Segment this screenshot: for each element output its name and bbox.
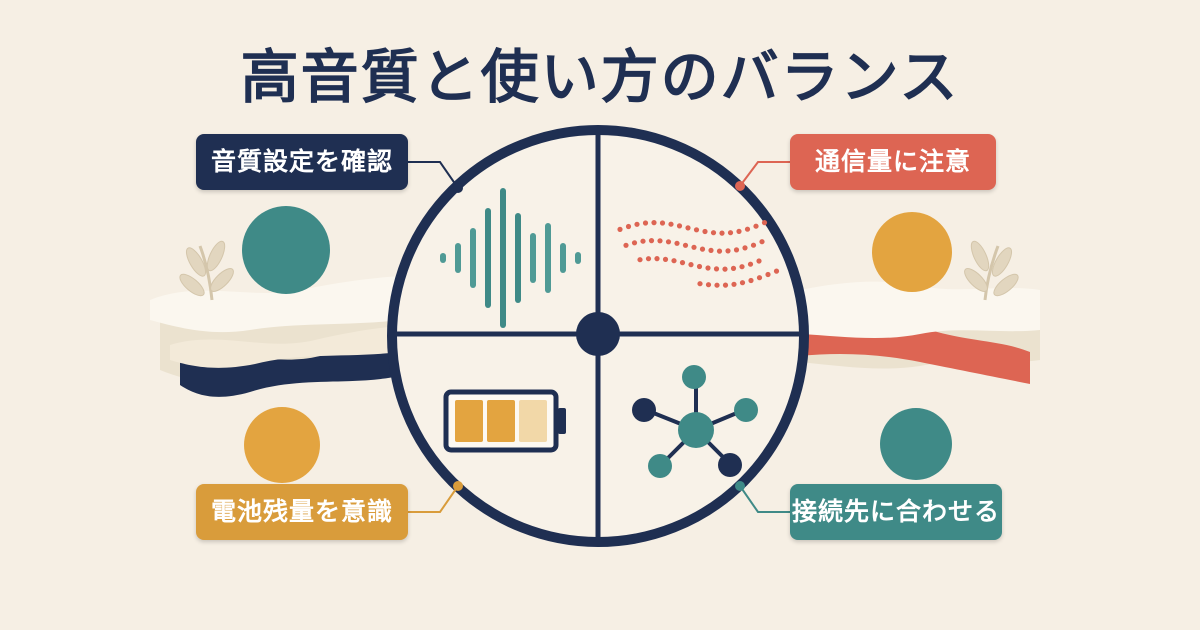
data-flow-dot: [697, 281, 703, 287]
data-flow-dot: [702, 228, 708, 235]
data-flow-dot: [671, 258, 677, 264]
data-flow-dot: [625, 223, 632, 230]
data-flow-dot: [682, 242, 689, 248]
battery-cell: [487, 400, 515, 442]
teal-circle-decoration: [242, 206, 330, 294]
data-flow-dot: [710, 230, 717, 236]
page-title: 高音質と使い方のバランス: [240, 43, 960, 111]
data-flow-dot: [631, 240, 638, 246]
data-flow-dot: [773, 268, 780, 274]
sound-wave-bar: [530, 233, 536, 283]
data-flow-dot: [714, 282, 720, 288]
data-flow-dot: [750, 242, 757, 248]
data-flow-dot: [742, 245, 748, 251]
mustard-circle-decoration: [244, 407, 320, 483]
battery-cell: [519, 400, 547, 442]
connector-bottom-left: [408, 481, 463, 513]
data-flow-dot: [665, 239, 672, 245]
teal-circle-decoration: [880, 408, 952, 480]
data-flow-dot: [676, 223, 683, 229]
data-flow-dot: [657, 238, 663, 244]
data-flow-dot: [716, 248, 723, 254]
data-flow-dot: [731, 281, 737, 287]
data-flow-dot: [733, 247, 740, 253]
data-flow-dot: [659, 220, 666, 226]
data-flow-dot: [693, 227, 700, 233]
right-wave-decoration: [800, 281, 1040, 384]
sound-wave-bar: [515, 213, 521, 303]
data-flow-dot: [747, 261, 754, 267]
data-flow-dot: [705, 282, 712, 288]
data-flow-dot: [685, 225, 691, 231]
sound-wave-bar: [575, 252, 581, 264]
sound-wave-bar: [485, 208, 491, 308]
data-flow-dot: [651, 220, 657, 226]
leaf-sprig-icon: [179, 240, 234, 301]
data-flow-dot: [761, 220, 768, 226]
data-flow-dot: [699, 246, 706, 252]
sound-wave-bar: [440, 253, 446, 263]
center-hub: [576, 312, 620, 356]
label-data-usage: 通信量に注意: [790, 134, 996, 190]
data-flow-dot: [637, 257, 643, 263]
data-flow-dot: [708, 247, 714, 253]
connector-top-right: [735, 161, 790, 191]
left-wave-decoration: [150, 276, 400, 397]
data-flow-dot: [648, 238, 655, 244]
sound-wave-bar: [455, 243, 461, 273]
sound-wave-icon: [440, 188, 581, 328]
data-flow-dot: [679, 260, 686, 266]
data-flow-dot: [654, 256, 660, 262]
data-flow-dot: [662, 256, 669, 262]
data-flow-dot: [756, 258, 762, 264]
data-flow-dot: [756, 275, 763, 281]
data-flow-dot: [753, 223, 759, 229]
data-flow-dot: [730, 265, 737, 271]
data-flow-dot: [696, 263, 703, 270]
network-node-icon: [632, 365, 758, 478]
label-connection-target: 接続先に合わせる: [790, 484, 1002, 540]
data-flow-dot: [744, 226, 751, 232]
sound-wave-bar: [560, 243, 566, 273]
data-flow-dot: [722, 266, 728, 272]
data-flow-dot: [634, 221, 640, 227]
sound-wave-bar: [545, 223, 551, 293]
data-flow-dot: [674, 240, 680, 246]
data-flow-dot: [719, 230, 725, 236]
data-flow-dot: [668, 221, 674, 227]
data-flow-dot: [640, 238, 646, 244]
mustard-circle-decoration: [872, 212, 952, 292]
sound-wave-bar: [470, 228, 476, 288]
data-flow-dot: [713, 266, 720, 272]
data-flow-dot: [691, 244, 697, 250]
data-flow-dot: [623, 242, 629, 248]
data-flow-dot: [736, 228, 742, 234]
battery-cell: [455, 400, 483, 442]
connector-top-left: [408, 161, 463, 193]
data-flow-dot: [705, 265, 711, 271]
data-flow-dot: [722, 282, 729, 288]
data-flow-dot: [617, 226, 623, 232]
data-flow-icon: [617, 220, 780, 288]
data-flow-dot: [688, 262, 694, 268]
label-battery-level: 電池残量を意識: [196, 484, 408, 540]
leaf-sprig-icon: [964, 240, 1019, 301]
data-flow-dot: [645, 256, 652, 262]
data-flow-dot: [642, 220, 649, 226]
label-sound-quality-settings: 音質設定を確認: [196, 134, 408, 190]
data-flow-dot: [748, 277, 754, 284]
sound-wave-bar: [500, 188, 506, 328]
data-flow-dot: [765, 271, 771, 278]
data-flow-dot: [725, 248, 731, 254]
data-flow-dot: [739, 264, 745, 270]
data-flow-dot: [759, 239, 765, 245]
data-flow-dot: [727, 230, 734, 236]
data-flow-dot: [739, 280, 746, 286]
connector-bottom-right: [735, 481, 790, 513]
battery-icon: [443, 389, 566, 453]
